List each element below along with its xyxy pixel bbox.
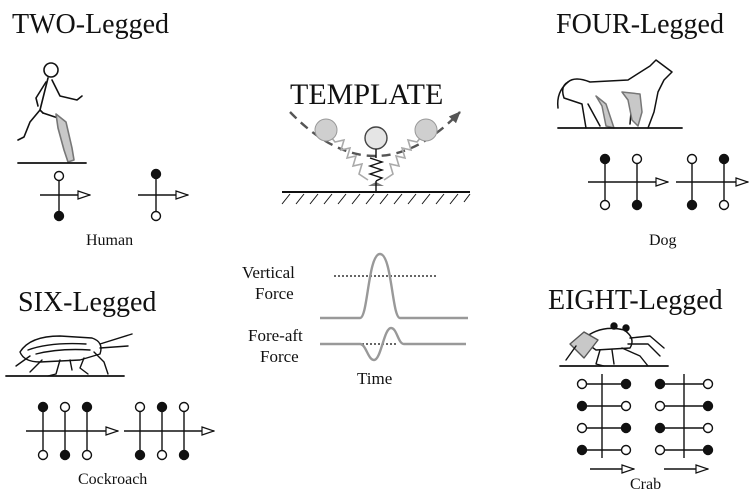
dog-gait-diagram	[588, 153, 748, 211]
template-title: TEMPLATE	[290, 78, 443, 111]
time-axis-label: Time	[357, 369, 392, 388]
crab-icon	[559, 322, 669, 367]
human-gait-diagram	[40, 168, 188, 222]
foreaft-force-curve	[320, 326, 466, 362]
eight-legged-panel: EIGHT-Legged	[548, 285, 723, 491]
cockroach-caption: Cockroach	[78, 471, 147, 488]
cockroach-gait-diagram	[26, 401, 214, 461]
spring-mass-template-icon	[281, 111, 471, 205]
two-legged-title: TWO-Legged	[12, 9, 169, 40]
human-runner-icon	[17, 62, 87, 164]
dog-caption: Dog	[649, 232, 677, 249]
force-plots: Vertical Force Fore-aft Force Time	[242, 252, 468, 388]
human-caption: Human	[86, 232, 133, 249]
vertical-force-label-line1: Vertical	[242, 263, 295, 282]
crab-gait-diagram	[576, 374, 714, 469]
vertical-force-curve	[320, 252, 468, 320]
eight-legged-title: EIGHT-Legged	[548, 285, 723, 316]
six-legged-title: SIX-Legged	[18, 287, 156, 318]
vertical-force-label-line2: Force	[255, 284, 294, 303]
foreaft-force-label-line2: Force	[260, 347, 299, 366]
template-panel: TEMPLATE	[242, 78, 471, 388]
dog-icon	[556, 59, 683, 129]
cockroach-icon	[5, 333, 133, 377]
six-legged-panel: SIX-Legged	[5, 287, 214, 488]
four-legged-title: FOUR-Legged	[556, 9, 724, 40]
crab-caption: Crab	[630, 476, 661, 491]
two-legged-panel: TWO-Legged Human	[12, 9, 188, 249]
four-legged-panel: FOUR-Legged Dog	[556, 9, 748, 249]
foreaft-force-label-line1: Fore-aft	[248, 326, 303, 345]
